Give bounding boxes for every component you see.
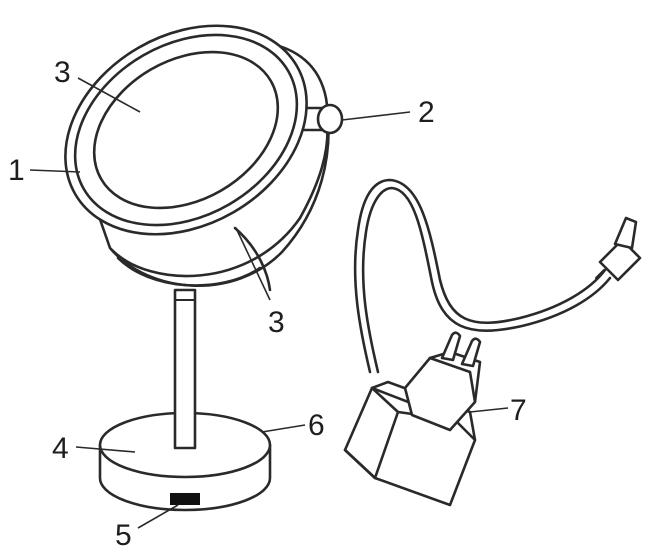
mirror-face: [64, 24, 308, 236]
callout-4: 4: [52, 432, 69, 465]
leader-5: [137, 504, 179, 529]
power-adapter: [343, 331, 482, 507]
callout-1: 1: [8, 154, 25, 187]
callout-7: 7: [510, 394, 527, 427]
leader-2: [341, 111, 411, 121]
callout-2: 2: [418, 96, 435, 129]
power-switch: [170, 493, 200, 505]
callout-6: 6: [308, 409, 325, 442]
leader-3-top: [77, 77, 141, 113]
callout-5: 5: [115, 519, 132, 551]
leader-3-bottom: [235, 227, 271, 301]
leader-6: [261, 424, 306, 433]
leader-7: [469, 407, 509, 413]
leader-1: [29, 169, 81, 173]
stand-pole: [173, 288, 197, 450]
callout-3-top: 3: [54, 56, 71, 89]
callout-3-bottom: 3: [268, 306, 285, 339]
dc-plug: [595, 216, 642, 282]
power-cable: [353, 178, 612, 374]
leader-4: [75, 446, 136, 453]
